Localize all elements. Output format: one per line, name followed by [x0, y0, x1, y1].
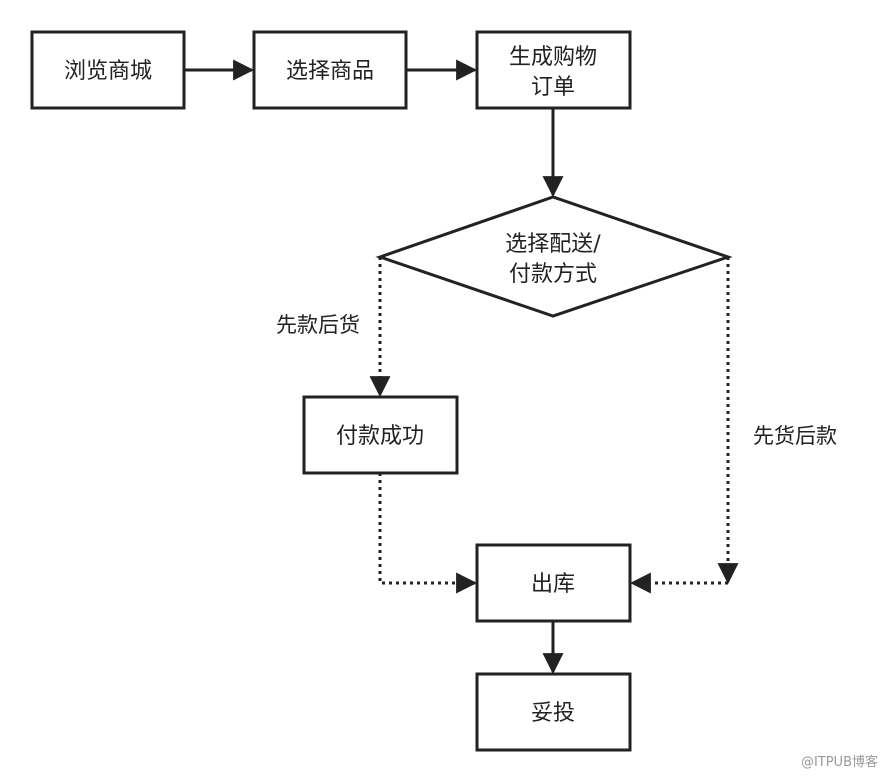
node-browse-mall: 浏览商城	[30, 30, 186, 110]
node-outbound-label: 出库	[531, 572, 575, 597]
node-choose-method-label-line2: 付款方式	[509, 262, 597, 287]
edge-label-pay-first: 先款后货	[276, 313, 360, 337]
node-delivered: 妥投	[475, 672, 632, 752]
node-payment-success: 付款成功	[302, 395, 459, 475]
node-select-goods-label: 选择商品	[286, 59, 374, 84]
node-choose-method-label-line1: 选择配送/	[505, 232, 601, 257]
node-delivered-label: 妥投	[531, 701, 575, 726]
node-select-goods: 选择商品	[252, 30, 408, 110]
node-generate-order: 生成购物 订单	[475, 30, 632, 110]
edge-label-goods-first: 先货后款	[753, 424, 837, 448]
node-browse-mall-label: 浏览商城	[64, 59, 152, 84]
node-payment-success-label: 付款成功	[336, 424, 424, 449]
node-generate-order-label-line1: 生成购物	[509, 45, 597, 70]
edge-payment-to-outbound	[378, 473, 478, 594]
watermark: @ITPUB博客	[801, 754, 878, 770]
node-choose-method: 选择配送/ 付款方式	[375, 195, 733, 318]
node-outbound: 出库	[475, 543, 632, 623]
node-generate-order-label-line2: 订单	[531, 75, 575, 100]
